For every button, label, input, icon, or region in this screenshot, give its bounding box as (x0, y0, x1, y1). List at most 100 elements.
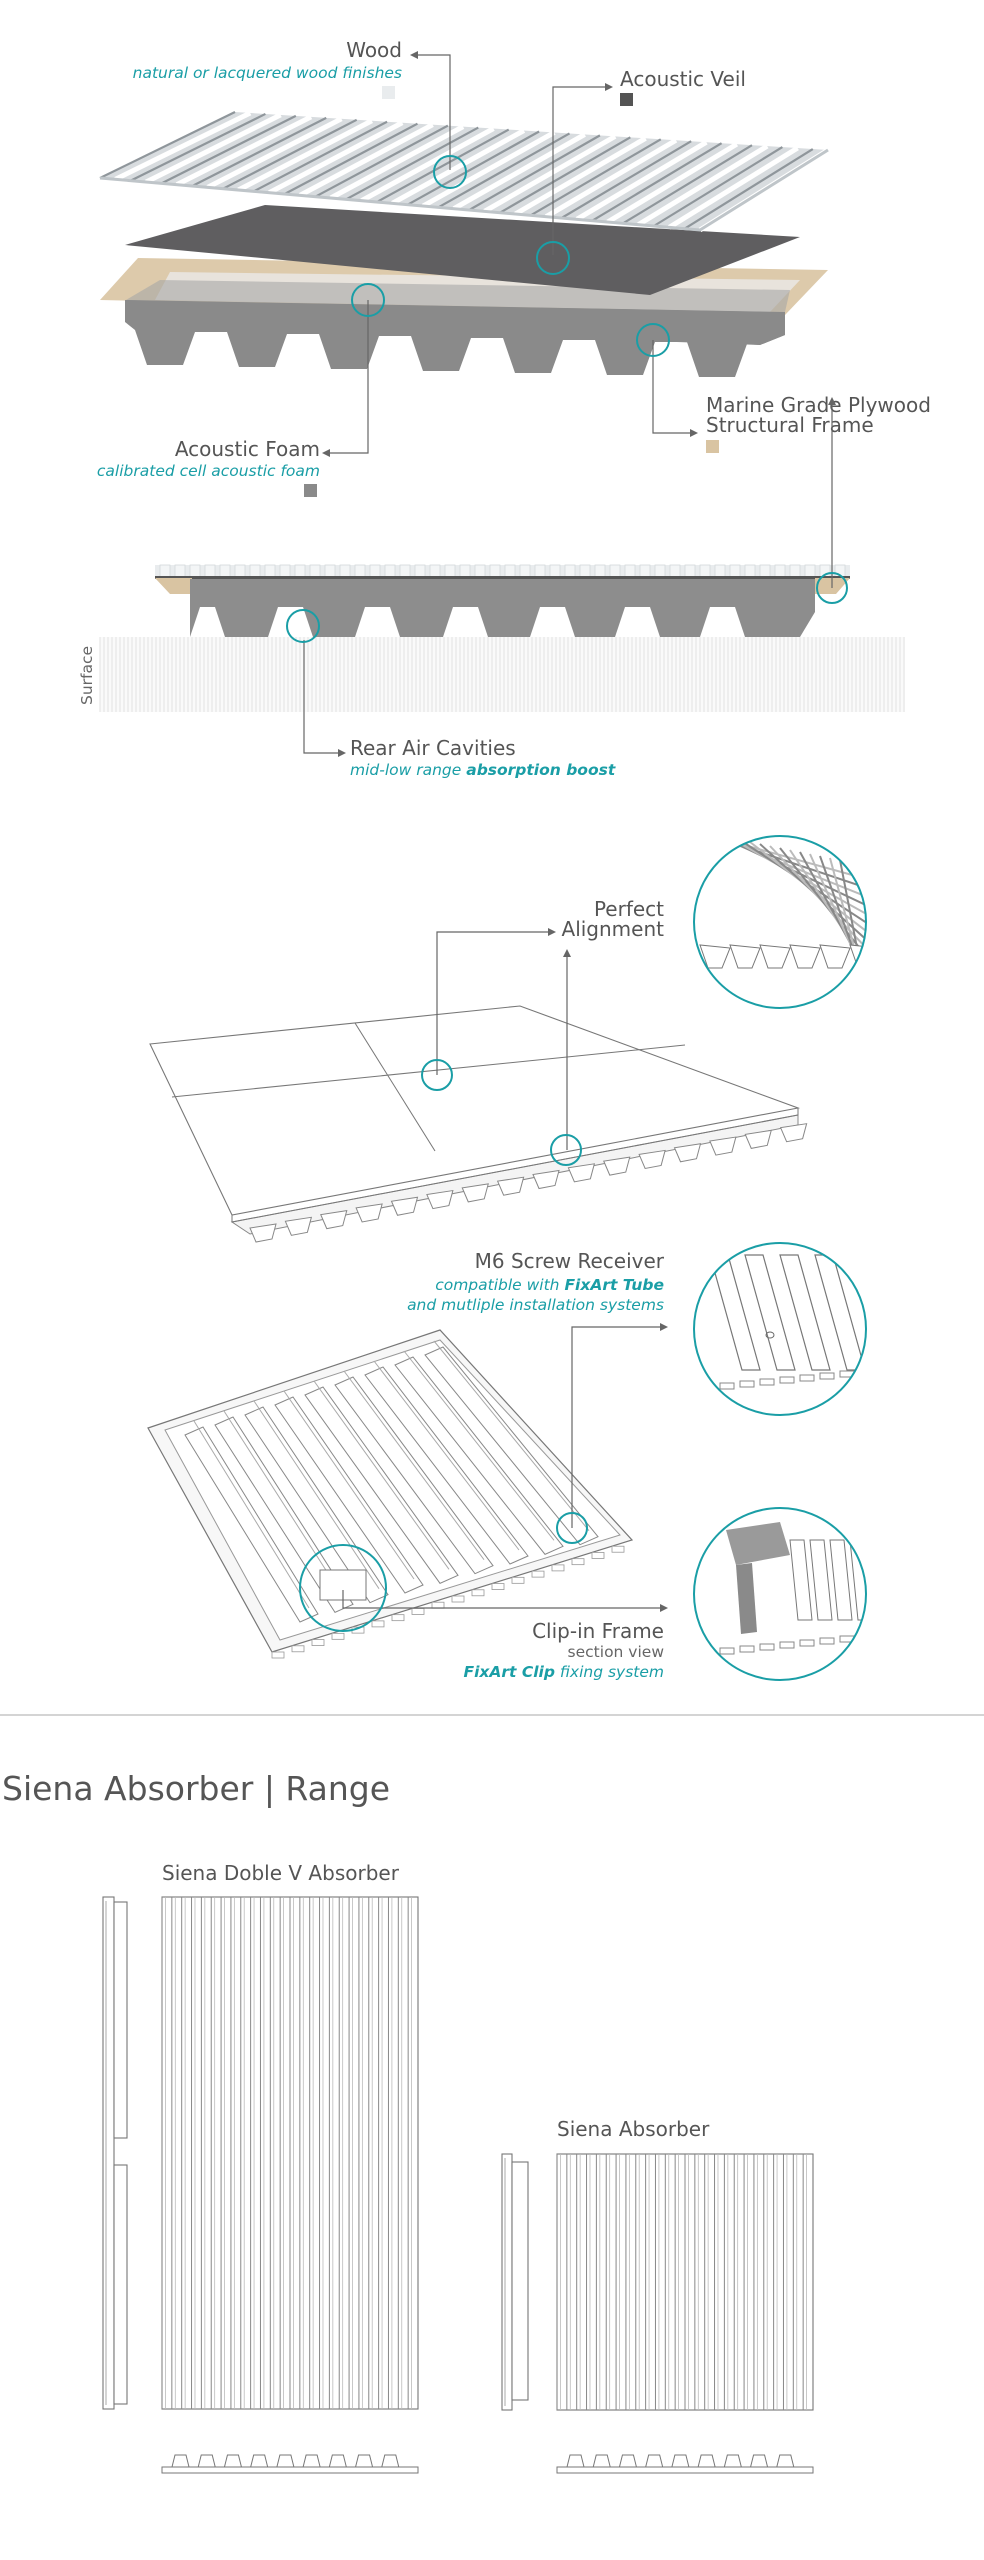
alignment-tooth (461, 1183, 489, 1203)
section-plywood-left (155, 578, 192, 594)
rib-panel-edge-slat (511, 1576, 525, 1584)
product-base-tooth (381, 2454, 400, 2468)
section-wood-slat (579, 564, 591, 578)
product-base-strip (556, 2466, 814, 2474)
zoom2-rib (744, 1254, 796, 1371)
rib-panel-edge-slat (411, 1608, 425, 1615)
wood-slat (284, 122, 418, 195)
section-wood-slat (369, 564, 381, 578)
alignment-tooth (390, 1196, 419, 1216)
surface-label: Surface (78, 646, 96, 705)
alignment-panel-edge (230, 1114, 808, 1243)
section-foam (190, 579, 815, 637)
wood-slat (268, 120, 404, 195)
zoom3-edge-slat (819, 1637, 835, 1645)
rib-crest (403, 1350, 555, 1541)
plywood-title-line1: Marine Grade Plywood (706, 393, 931, 417)
section-wood-slat (324, 564, 336, 578)
zoom3-edge-slat (759, 1643, 775, 1651)
wood-slat (667, 145, 799, 230)
wood-swatch (382, 86, 395, 99)
rib (184, 1426, 319, 1623)
section-wood-slat (354, 564, 366, 578)
alignment-marker-edge (550, 1134, 582, 1166)
exploded-layers-diagram: Wood natural or lacquered wood finishes … (97, 38, 931, 497)
section-wood-slat (294, 564, 306, 578)
clip-title: Clip-in Frame (532, 1619, 664, 1643)
section-wood-slat (789, 564, 801, 578)
rib-panel-edge-slat (451, 1595, 465, 1603)
plywood-swatch (706, 440, 719, 453)
section-wood-slat (564, 564, 576, 578)
rib-panel-edge-slat (591, 1552, 605, 1559)
alignment-tooth (779, 1123, 808, 1143)
section-wood-slat (504, 564, 516, 578)
zoom3-rib (789, 1539, 813, 1621)
rib-crest (283, 1390, 415, 1580)
section-wood-slat (339, 564, 351, 578)
section-wood-slat (774, 564, 786, 578)
clip-marker (299, 1544, 387, 1632)
rib-panel-edge-slat (311, 1639, 325, 1646)
section-wood-slat (459, 564, 471, 578)
wood-slat (314, 124, 449, 198)
wood-slat (114, 110, 252, 182)
wood-title: Wood (346, 38, 402, 62)
product-base-tooth (566, 2454, 585, 2468)
alignment-tooth (532, 1169, 560, 1190)
wood-slat (161, 114, 297, 185)
wood-slat (391, 128, 526, 206)
rib-panel-edge-slat (291, 1645, 305, 1653)
rib-panel-edge-slat (391, 1614, 405, 1622)
product-base-tooth (328, 2454, 347, 2468)
product-side-foam (113, 2164, 128, 2405)
wood-slat (407, 130, 540, 206)
wood-subtitle: natural or lacquered wood finishes (133, 64, 402, 82)
section-wood-slat (594, 564, 606, 578)
product-base-strip (161, 2466, 419, 2474)
section-wood-slat (279, 564, 291, 578)
zoom2-edge-slat (799, 1374, 815, 1382)
section-wood-slat (309, 564, 321, 578)
section-wood-slat (444, 564, 456, 578)
rib (274, 1396, 424, 1594)
surface-wall (99, 637, 905, 712)
wood-slat (653, 146, 783, 227)
alignment-marker-center (421, 1059, 453, 1091)
wood-slat (222, 118, 358, 190)
wood-slat (637, 143, 769, 227)
section-wood-slat (534, 564, 546, 578)
rib (424, 1346, 599, 1546)
alignment-tooth (673, 1143, 702, 1163)
alignment-line1: Perfect (594, 897, 664, 921)
zoom1-tooth (759, 944, 791, 969)
section-wood-slat (189, 564, 201, 578)
wood-slat (206, 116, 343, 190)
acoustic-foam-layer (125, 280, 790, 377)
alignment-tooth (320, 1210, 348, 1230)
plywood-section-marker (816, 572, 848, 604)
product-base-tooth (354, 2454, 374, 2468)
alignment-line2: Alignment (562, 917, 665, 941)
wood-slat (130, 112, 266, 182)
wood-slat (99, 111, 236, 179)
section-wood-slat (219, 564, 231, 578)
wood-slat (544, 138, 678, 219)
acoustic-veil-layer (125, 205, 800, 295)
rib-crest (433, 1340, 590, 1531)
zoom2-edge-slat (739, 1380, 755, 1388)
wood-slat (499, 136, 631, 214)
rib (244, 1406, 389, 1604)
rib-crest (223, 1410, 345, 1599)
clip-zoom-detail (693, 1507, 867, 1681)
section-wood-slat (204, 564, 216, 578)
rear-cavity-marker (286, 609, 320, 643)
product-base-tooth (223, 2454, 243, 2468)
product-siena-absorber-title: Siena Absorber (557, 2117, 710, 2141)
zoom1-tooth (819, 944, 851, 969)
section-wood-slat (549, 564, 561, 578)
rib-panel-edge-slat (271, 1651, 285, 1659)
rib-crest (253, 1400, 380, 1589)
section-wood-slat (234, 564, 246, 578)
